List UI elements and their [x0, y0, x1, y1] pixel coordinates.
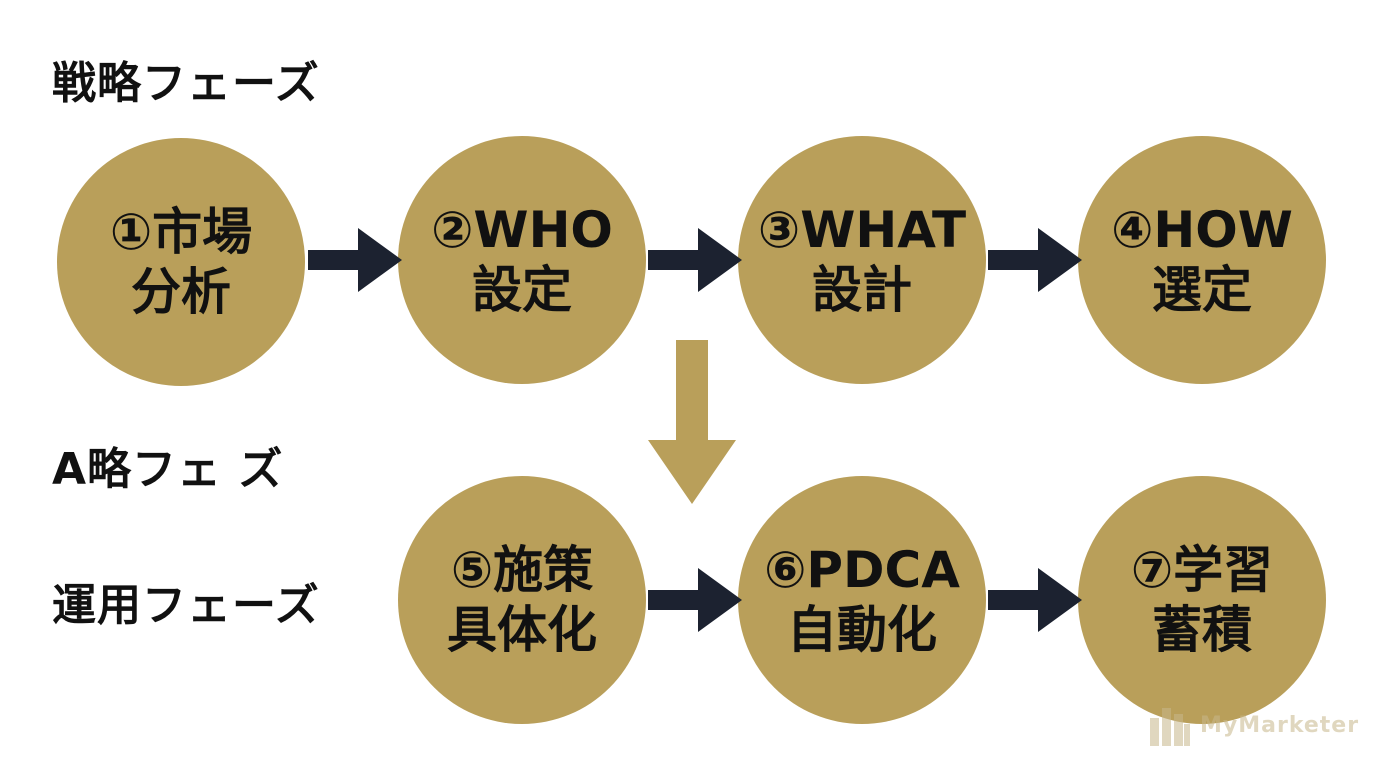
node-learning-accumulation: ⑦学習 蓄積: [1078, 476, 1326, 724]
node-measure-detail-line2: 具体化: [447, 601, 597, 659]
node-measure-detail-line1: ⑤施策: [450, 541, 594, 599]
node-market-analysis-line2: 分析: [131, 263, 231, 321]
node-who-setting-line1: ②WHO: [431, 201, 613, 259]
node-what-design: ③WHAT 設計: [738, 136, 986, 384]
arrow-1-to-2: [308, 228, 402, 292]
arrow-5-to-6: [648, 568, 742, 632]
node-market-analysis-line1: ①市場: [109, 203, 253, 261]
node-who-setting-line2: 設定: [472, 261, 572, 319]
phase-label-middle: A略フェ ズ: [52, 444, 284, 495]
arrow-3-to-4: [988, 228, 1082, 292]
node-pdca-automation-line2: 自動化: [787, 601, 937, 659]
node-what-design-line2: 設計: [812, 261, 912, 319]
node-pdca-automation: ⑥PDCA 自動化: [738, 476, 986, 724]
node-how-selection-line1: ④HOW: [1111, 201, 1293, 259]
phase-label-strategy: 戦略フェーズ: [52, 58, 320, 109]
arrow-2-to-3: [648, 228, 742, 292]
arrow-down-strategy-to-operation: [648, 340, 736, 504]
watermark-text: MyMarketer: [1200, 712, 1360, 738]
node-what-design-line1: ③WHAT: [757, 201, 967, 259]
node-measure-detail: ⑤施策 具体化: [398, 476, 646, 724]
watermark: MyMarketer: [1148, 704, 1359, 746]
node-pdca-automation-line1: ⑥PDCA: [764, 541, 960, 599]
node-learning-accumulation-line2: 蓄積: [1152, 601, 1252, 659]
arrow-6-to-7: [988, 568, 1082, 632]
node-who-setting: ②WHO 設定: [398, 136, 646, 384]
phase-label-operation: 運用フェーズ: [52, 580, 320, 631]
node-how-selection-line2: 選定: [1152, 261, 1252, 319]
building-logo-icon: [1150, 708, 1190, 746]
node-learning-accumulation-line1: ⑦学習: [1130, 541, 1274, 599]
node-how-selection: ④HOW 選定: [1078, 136, 1326, 384]
node-market-analysis: ①市場 分析: [57, 138, 305, 386]
